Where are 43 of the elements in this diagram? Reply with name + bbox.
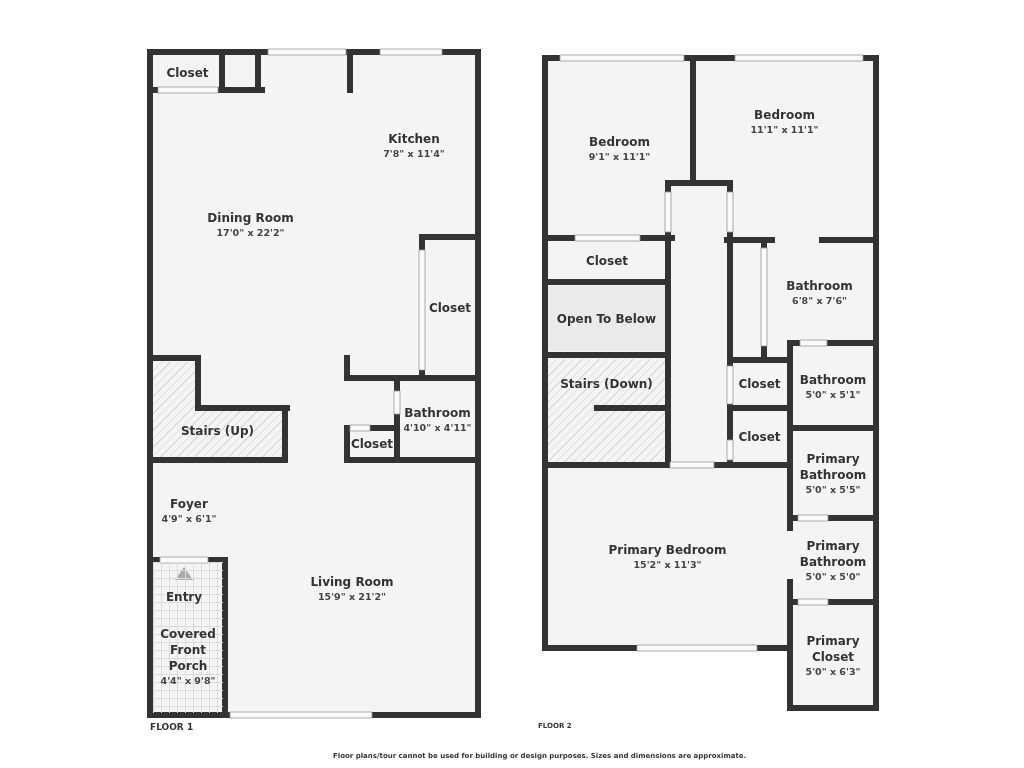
room-name: Bedroom	[589, 134, 650, 150]
room-name: Primary Bedroom	[608, 542, 727, 558]
room-dimensions: 15'2" x 11'3"	[633, 558, 702, 571]
room-dimensions: 4'9" x 6'1"	[161, 512, 217, 525]
room-dimensions: 11'1" x 11'1"	[750, 122, 819, 136]
room-name: Bathroom	[799, 371, 867, 388]
room-name: Bathroom	[786, 277, 853, 294]
room-dimensions: 5'0" x 5'5"	[805, 483, 861, 496]
room-dimensions: 7'8" x 11'4"	[383, 146, 445, 160]
porch-area	[153, 562, 223, 713]
room-name: Bedroom	[754, 106, 815, 123]
room-name: Primary Bathroom	[798, 538, 868, 570]
room-dimensions: 6'8" x 7'6"	[792, 293, 847, 307]
room-name: Closet	[738, 376, 781, 392]
room-name: Closet	[585, 252, 629, 269]
room-name: Stairs (Down)	[560, 376, 653, 392]
room-dimensions: 5'0" x 5'0"	[805, 570, 861, 583]
room-name: Primary Closet	[805, 632, 861, 665]
room-name: Closet	[166, 64, 209, 81]
room-name: Covered Front Porch	[159, 626, 217, 674]
stairs-area	[153, 362, 282, 457]
room-name: Stairs (Up)	[180, 423, 255, 439]
floor-label: FLOOR 1	[150, 722, 194, 732]
room-name: Bathroom	[404, 404, 471, 421]
room-dimensions: 9'1" x 11'1"	[588, 150, 651, 163]
room-dimensions: 4'4" x 9'8"	[160, 674, 216, 687]
room-name: Kitchen	[388, 130, 440, 147]
room-name: Open To Below	[556, 310, 657, 327]
room-dimensions: 5'0" x 6'3"	[805, 664, 861, 678]
room-name: Closet	[428, 299, 472, 316]
room-name: Primary Bathroom	[798, 451, 868, 483]
room-name: Closet	[738, 428, 781, 445]
room-name: Dining Room	[207, 209, 294, 226]
open-area	[548, 286, 665, 351]
room-name: Living Room	[310, 573, 394, 590]
room-dimensions: 5'0" x 5'1"	[805, 387, 861, 401]
room-name: Entry	[164, 590, 204, 604]
room-dimensions: 4'10" x 4'11"	[403, 420, 472, 434]
room-name: Foyer	[170, 496, 208, 512]
room-name: Closet	[350, 436, 394, 452]
room-dimensions: 17'0" x 22'2"	[216, 225, 285, 239]
stairs-area	[548, 359, 665, 462]
room-dimensions: 15'9" x 21'2"	[317, 589, 387, 603]
